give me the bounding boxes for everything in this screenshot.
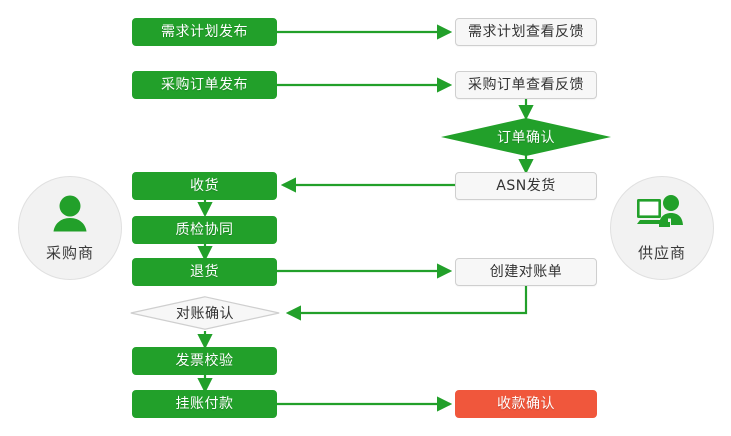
node-receipt-confirm[interactable]: 收款确认 [455,390,597,418]
edge-statement-to-reconcile [285,285,528,321]
node-quality-collab[interactable]: 质检协同 [132,216,277,244]
node-order-confirm[interactable]: 订单确认 [441,118,611,156]
node-create-statement[interactable]: 创建对账单 [455,258,597,286]
node-po-feedback[interactable]: 采购订单查看反馈 [455,71,597,99]
node-receive-goods[interactable]: 收货 [132,172,277,200]
node-asn-shipment[interactable]: ASN发货 [455,172,597,200]
actor-supplier: 供应商 [610,176,714,280]
node-order-confirm-label: 订单确认 [497,130,555,146]
node-po-publish[interactable]: 采购订单发布 [132,71,277,99]
node-invoice-verify[interactable]: 发票校验 [132,347,277,375]
node-demand-plan-publish[interactable]: 需求计划发布 [132,18,277,46]
node-return-goods[interactable]: 退货 [132,258,277,286]
node-demand-plan-feedback[interactable]: 需求计划查看反馈 [455,18,597,46]
node-statement-confirm[interactable]: 对账确认 [130,296,280,330]
actor-buyer: 采购商 [18,176,122,280]
node-statement-confirm-label: 对账确认 [176,306,234,322]
person-icon [48,194,92,240]
actor-supplier-label: 供应商 [637,243,686,262]
person-computer-icon [636,194,688,240]
node-payable-payment[interactable]: 挂账付款 [132,390,277,418]
actor-buyer-label: 采购商 [45,243,94,262]
